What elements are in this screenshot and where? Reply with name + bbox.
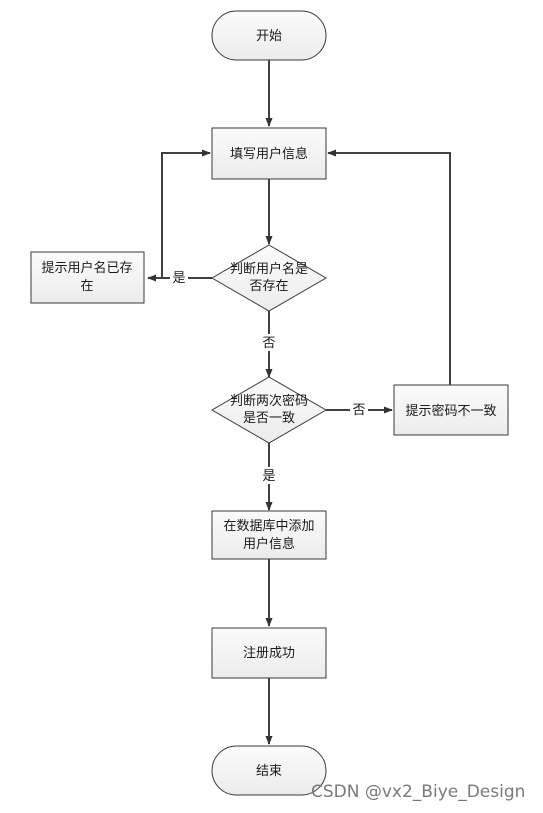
- watermark: CSDN @vx2_Biye_Design: [311, 782, 526, 802]
- check-username-decision: 判断用户名是 否存在: [211, 244, 327, 312]
- username-exists-process: 提示用户名已存 在: [30, 251, 145, 304]
- edge-label-password-no: 否: [352, 403, 365, 418]
- start-label: 开始: [256, 29, 282, 44]
- check-passwords-decision: 判断两次密码 是否一致: [211, 376, 327, 444]
- add-to-database-line2: 用户信息: [243, 536, 295, 552]
- check-passwords-line2: 是否一致: [243, 411, 295, 426]
- start-terminator: 开始: [211, 10, 327, 61]
- end-label: 结束: [256, 764, 282, 779]
- edge-label-bg: [260, 334, 278, 351]
- edge-label-bg: [350, 401, 368, 418]
- edge-label-username-yes: 是: [172, 271, 185, 286]
- register-success-label: 注册成功: [243, 646, 295, 661]
- add-to-database-line1: 在数据库中添加: [223, 518, 314, 534]
- username-exists-line1: 提示用户名已存: [41, 260, 132, 276]
- fill-user-info-process: 填写用户信息: [211, 127, 327, 180]
- check-username-line2: 否存在: [249, 279, 288, 294]
- check-passwords-line1: 判断两次密码: [230, 393, 308, 409]
- edge-label-username-no: 否: [262, 336, 275, 351]
- edge-label-bg: [170, 269, 188, 286]
- fill-user-info-label: 填写用户信息: [230, 146, 308, 162]
- edge-password-mismatch-back: [327, 149, 451, 385]
- edge-label-bg: [260, 467, 278, 484]
- username-exists-line2: 在: [80, 279, 93, 294]
- password-mismatch-process: 提示密码不一致: [393, 384, 509, 436]
- check-username-line1: 判断用户名是: [230, 261, 308, 277]
- add-to-database-process: 在数据库中添加 用户信息: [211, 510, 327, 560]
- password-mismatch-label: 提示密码不一致: [405, 403, 496, 419]
- edge-username-exists-back: [161, 149, 211, 278]
- end-terminator: 结束: [211, 745, 327, 796]
- edge-label-password-yes: 是: [262, 469, 275, 484]
- register-success-process: 注册成功: [211, 627, 327, 679]
